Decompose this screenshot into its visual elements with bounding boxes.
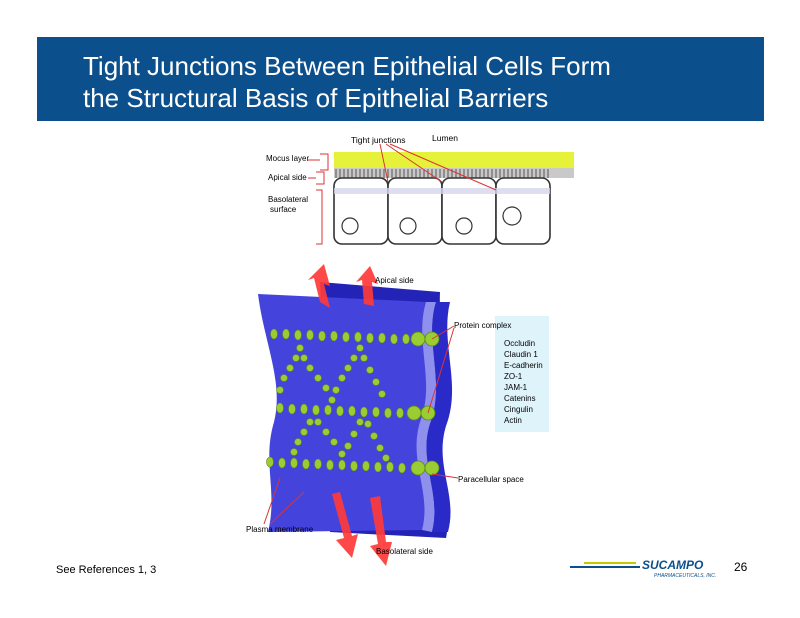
slide-title-line-2: the Structural Basis of Epithelial Barri…: [83, 83, 549, 113]
tight-junctions-label: Tight junctions: [351, 135, 406, 145]
protein-item: ZO-1: [504, 372, 523, 381]
nucleus-4: [502, 206, 522, 226]
basolateral-surface-label-2: surface: [270, 205, 297, 214]
sucampo-logo: SUCAMPO PHARMACEUTICALS, INC.: [570, 558, 716, 579]
tight-junction-leaders: [379, 143, 497, 191]
title-bar: Tight Junctions Between Epithelial Cells…: [37, 37, 764, 121]
protein-list-box: [495, 316, 549, 432]
protein-item: Catenins: [504, 394, 536, 403]
nucleus-2: [399, 217, 417, 235]
flux-arrows: [308, 264, 392, 566]
mucus-layer-label: Mocus layer: [266, 154, 309, 163]
protein-complexes: [406, 331, 440, 476]
protein-item: E-cadherin: [504, 361, 543, 370]
protein-complex-label: Protein complex: [454, 321, 511, 330]
nuclei: [341, 206, 522, 235]
lumen-label: Lumen: [432, 133, 458, 143]
basolateral-band: [334, 188, 550, 194]
logo-line-blue: [570, 566, 640, 568]
cell-3: [441, 177, 497, 245]
bottom-leader-lines: [263, 325, 459, 525]
protein-item: Cingulin: [504, 405, 533, 414]
apical-arrow-1: [308, 264, 330, 308]
nucleus-1: [341, 217, 359, 235]
microvilli: [335, 169, 549, 178]
mucus-layer-band: [334, 152, 574, 170]
complex-bottom-left: [410, 460, 426, 476]
apical-side-label-bottom: Apical side: [375, 276, 414, 285]
apical-side-label: Apical side: [268, 173, 307, 182]
layer-brackets: [308, 153, 329, 245]
cell-4: [495, 177, 551, 245]
logo-line-yellow: [584, 562, 636, 564]
cell-1: [333, 177, 389, 245]
protein-item: Occludin: [504, 339, 535, 348]
basolateral-arrow-2: [370, 496, 392, 566]
apical-arrow-2: [356, 266, 378, 306]
paracellular-space-label: Paracellular space: [458, 475, 524, 484]
complex-top-left: [410, 331, 426, 347]
protein-item: JAM-1: [504, 383, 528, 392]
cells: [333, 177, 551, 245]
junction-strand-beads: [266, 328, 410, 474]
logo-name: SUCAMPO: [642, 558, 704, 572]
plasma-membrane-label: Plasma membrane: [246, 525, 314, 534]
protein-item: Actin: [504, 416, 522, 425]
page-number: 26: [734, 560, 748, 574]
basolateral-surface-label-1: Basolateral: [268, 195, 308, 204]
basolateral-side-label: Basolateral side: [376, 547, 433, 556]
references-note: See References 1, 3: [56, 564, 157, 576]
microvilli-band: [334, 168, 574, 178]
nucleus-3: [455, 217, 473, 235]
protein-item: Claudin 1: [504, 350, 538, 359]
complex-mid-left: [406, 405, 422, 421]
basolateral-arrow-1: [332, 492, 358, 558]
logo-sub: PHARMACEUTICALS, INC.: [654, 573, 716, 579]
complex-bottom-right: [424, 460, 440, 476]
tight-junction-diagram: Apical side Protein complex Occludin Cla…: [246, 264, 549, 566]
epithelium-diagram: Tight junctions Lumen Mocus layer Apical…: [266, 133, 574, 245]
slide-title-line-1: Tight Junctions Between Epithelial Cells…: [83, 51, 611, 81]
cell-2: [387, 177, 443, 245]
